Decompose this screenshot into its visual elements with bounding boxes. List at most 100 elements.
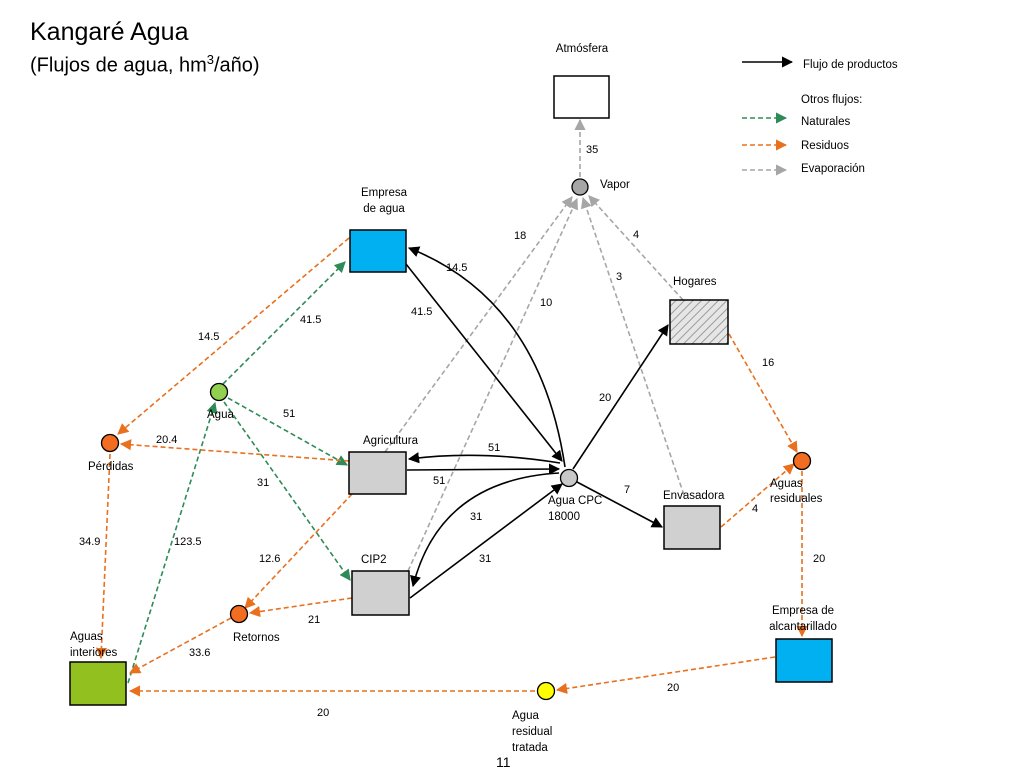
value-agriculture-to-losses: 20.4 [156, 434, 177, 446]
product-flows [405, 246, 669, 599]
value-inland-water-to-water: 123.5 [174, 536, 202, 548]
cip2-label: CIP2 [361, 554, 387, 566]
cip2-box [351, 570, 410, 616]
value-households-to-vapor: 4 [633, 229, 639, 241]
value-water-company-to-cpc: 41.5 [411, 306, 432, 318]
waste-flows [95, 237, 808, 697]
water-company-box [349, 229, 407, 273]
sewer-company-box [775, 638, 833, 683]
value-bottler-to-vapor: 3 [616, 271, 622, 283]
flow-agriculture-to-returns [244, 493, 353, 609]
flow-water-to-agriculture [227, 397, 348, 466]
value-cpc-to-households: 20 [599, 392, 611, 404]
losses-label: Pérdidas [88, 461, 134, 473]
flow-cip2-to-vapor [407, 197, 578, 572]
value-water-to-cip2: 31 [257, 477, 269, 489]
legend-products-label: Flujo de productos [803, 59, 898, 71]
value-agriculture-to-vapor: 18 [514, 230, 526, 242]
flow-agriculture-to-cpc [406, 463, 561, 475]
value-bottler-to-wastewater: 4 [752, 503, 758, 515]
flow-cpc-to-households [572, 324, 669, 470]
bottler-label: Envasadora [663, 490, 725, 502]
water-company-label-1: Empresa [361, 187, 408, 199]
flow-households-to-wastewater [724, 326, 798, 453]
water-source-label: Agua [207, 409, 234, 421]
cpc-water-label-1: Agua CPC [548, 495, 602, 507]
legend-evaporation-label: Evaporación [801, 163, 865, 175]
flow-cip2-to-returns [248, 597, 353, 618]
value-cpc-to-bottler: 7 [624, 484, 630, 496]
flow-bottler-to-wastewater [720, 463, 795, 528]
page-number: 11 [496, 754, 511, 768]
value-water-company-to-losses: 14.5 [198, 331, 219, 343]
agriculture-label: Agricultura [363, 435, 419, 447]
value-cpc-to-cip2: 31 [470, 511, 482, 523]
cpc-water-label-2: 18000 [548, 511, 580, 523]
treated-water-node [536, 681, 556, 701]
flow-cpc-to-agriculture [407, 452, 561, 464]
cpc-water-node [559, 468, 579, 488]
flow-water-company-to-cpc [405, 263, 563, 462]
value-cip2-to-cpc: 31 [479, 553, 491, 565]
legend-others-header: Otros flujos: [801, 94, 862, 106]
flow-cpc-to-bottler [576, 481, 663, 528]
page-subtitle: (Flujos de agua, hm3/año) [30, 52, 260, 77]
value-households-to-wastewater: 16 [762, 357, 774, 369]
flow-water-to-cip2 [223, 401, 351, 581]
wastewater-label-1: Aguas [770, 478, 803, 490]
treated-water-label-1: Agua [512, 710, 539, 722]
value-cip2-to-vapor: 10 [540, 297, 552, 309]
returns-node [229, 604, 249, 624]
wastewater-node [792, 451, 812, 471]
flow-water-company-to-losses [117, 237, 350, 435]
value-agriculture-to-cpc: 51 [433, 475, 445, 487]
value-treated-water-to-inland-water: 20 [317, 707, 329, 719]
flow-households-to-vapor [588, 195, 684, 301]
bottler-box [663, 505, 721, 550]
legend: Flujo de productos Otros flujos: Natural… [742, 56, 898, 176]
sewer-company-label-2: alcantarillado [769, 621, 837, 633]
inland-water-label-1: Aguas [70, 631, 103, 643]
value-cpc-to-agriculture: 51 [488, 442, 500, 454]
water-source-node [209, 382, 229, 402]
vapor-label: Vapor [600, 179, 630, 191]
water-company-label-2: de agua [363, 203, 405, 215]
value-agriculture-to-returns: 12.6 [259, 553, 280, 565]
treated-water-label-3: tratada [512, 742, 548, 754]
value-sewer-company-to-treated-water: 20 [667, 682, 679, 694]
legend-waste-label: Residuos [801, 140, 849, 152]
returns-label: Retornos [233, 632, 280, 644]
value-losses-to-inland-water: 34.9 [79, 536, 100, 548]
flow-water-to-water-company [222, 261, 346, 385]
flow-agriculture-to-losses [119, 439, 350, 462]
evaporation-flows [384, 118, 685, 572]
flow-agriculture-to-vapor [384, 196, 573, 453]
inland-water-label-2: interiores [70, 647, 118, 659]
sewer-company-label-1: Empresa de [772, 605, 834, 617]
flow-cpc-to-water-company [407, 246, 566, 468]
vapor-node [571, 178, 589, 196]
losses-node [100, 433, 120, 453]
flow-losses-to-inland-water [95, 453, 111, 660]
flow-sewer-company-to-treated-water [555, 656, 776, 695]
treated-water-label-2: residual [512, 726, 552, 738]
agriculture-box [348, 451, 407, 495]
flow-bottler-to-vapor [580, 196, 685, 496]
flow-cip2-to-cpc [409, 483, 563, 599]
value-wastewater-to-sewer-company: 20 [813, 553, 825, 565]
value-returns-to-inland-water: 33.6 [189, 647, 210, 659]
value-vapor-to-atmosphere: 35 [586, 144, 598, 156]
atmosphere-label: Atmósfera [556, 43, 609, 55]
households-label: Hogares [673, 276, 717, 288]
legend-natural-label: Naturales [801, 116, 850, 128]
value-water-to-water-company: 41.5 [300, 314, 321, 326]
value-water-to-agriculture: 51 [283, 408, 295, 420]
page-title: Kangaré Agua [30, 18, 189, 46]
flow-returns-to-inland-water [129, 617, 232, 674]
value-cip2-to-returns: 21 [308, 614, 320, 626]
value-cpc-to-water-company: 14.5 [446, 262, 467, 274]
flow-cpc-to-cip2 [410, 472, 560, 588]
inland-water-box [69, 661, 127, 706]
households-box [669, 299, 729, 345]
